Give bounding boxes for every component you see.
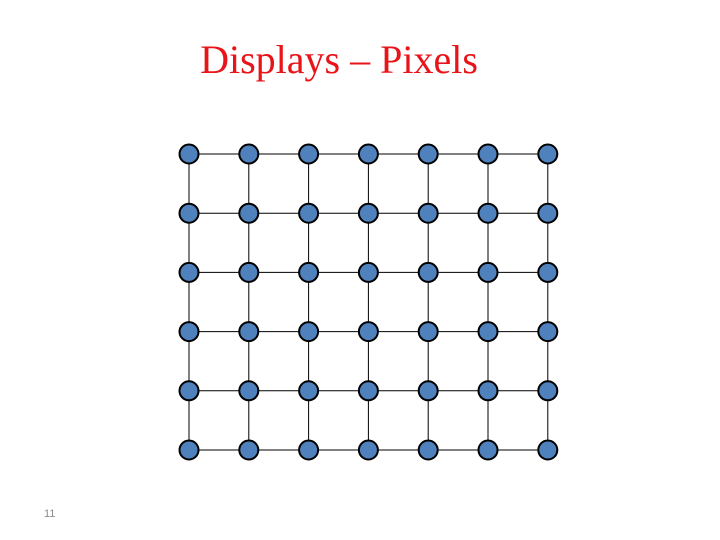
pixel-node-r6-c5 (417, 439, 439, 461)
pixel-node-r2-c1 (178, 202, 200, 224)
pixel-node-r5-c6 (477, 380, 499, 402)
pixel-node-r6-c1 (178, 439, 200, 461)
pixel-node-r1-c3 (298, 143, 320, 165)
page-number: 11 (44, 508, 56, 520)
pixel-node-r5-c4 (357, 380, 379, 402)
pixel-node-r1-c2 (238, 143, 260, 165)
slide-title: Displays – Pixels (200, 37, 478, 82)
pixel-node-r4-c3 (298, 321, 320, 343)
pixel-node-r3-c5 (417, 261, 439, 283)
pixel-node-r2-c2 (238, 202, 260, 224)
pixel-node-r4-c1 (178, 321, 200, 343)
pixel-node-r6-c4 (357, 439, 379, 461)
pixel-node-r2-c5 (417, 202, 439, 224)
pixel-node-r4-c6 (477, 321, 499, 343)
pixel-node-r3-c7 (537, 261, 559, 283)
pixel-node-r4-c5 (417, 321, 439, 343)
pixel-node-r6-c2 (238, 439, 260, 461)
pixel-node-r6-c7 (537, 439, 559, 461)
pixel-node-r6-c3 (298, 439, 320, 461)
pixel-node-r3-c2 (238, 261, 260, 283)
pixel-node-r1-c7 (537, 143, 559, 165)
pixel-node-r2-c6 (477, 202, 499, 224)
pixel-node-r3-c1 (178, 261, 200, 283)
pixel-node-r5-c3 (298, 380, 320, 402)
pixel-node-r5-c1 (178, 380, 200, 402)
pixel-node-r1-c1 (178, 143, 200, 165)
pixel-node-r2-c4 (357, 202, 379, 224)
pixel-node-r4-c4 (357, 321, 379, 343)
pixel-node-r1-c4 (357, 143, 379, 165)
pixel-node-r4-c7 (537, 321, 559, 343)
pixel-node-r6-c6 (477, 439, 499, 461)
pixel-node-r2-c7 (537, 202, 559, 224)
pixel-node-r4-c2 (238, 321, 260, 343)
pixel-node-r5-c5 (417, 380, 439, 402)
pixel-node-r1-c6 (477, 143, 499, 165)
pixel-node-r1-c5 (417, 143, 439, 165)
pixel-node-r3-c3 (298, 261, 320, 283)
pixel-node-r3-c6 (477, 261, 499, 283)
pixel-node-r5-c7 (537, 380, 559, 402)
pixel-node-r5-c2 (238, 380, 260, 402)
pixel-node-r2-c3 (298, 202, 320, 224)
pixel-node-r3-c4 (357, 261, 379, 283)
